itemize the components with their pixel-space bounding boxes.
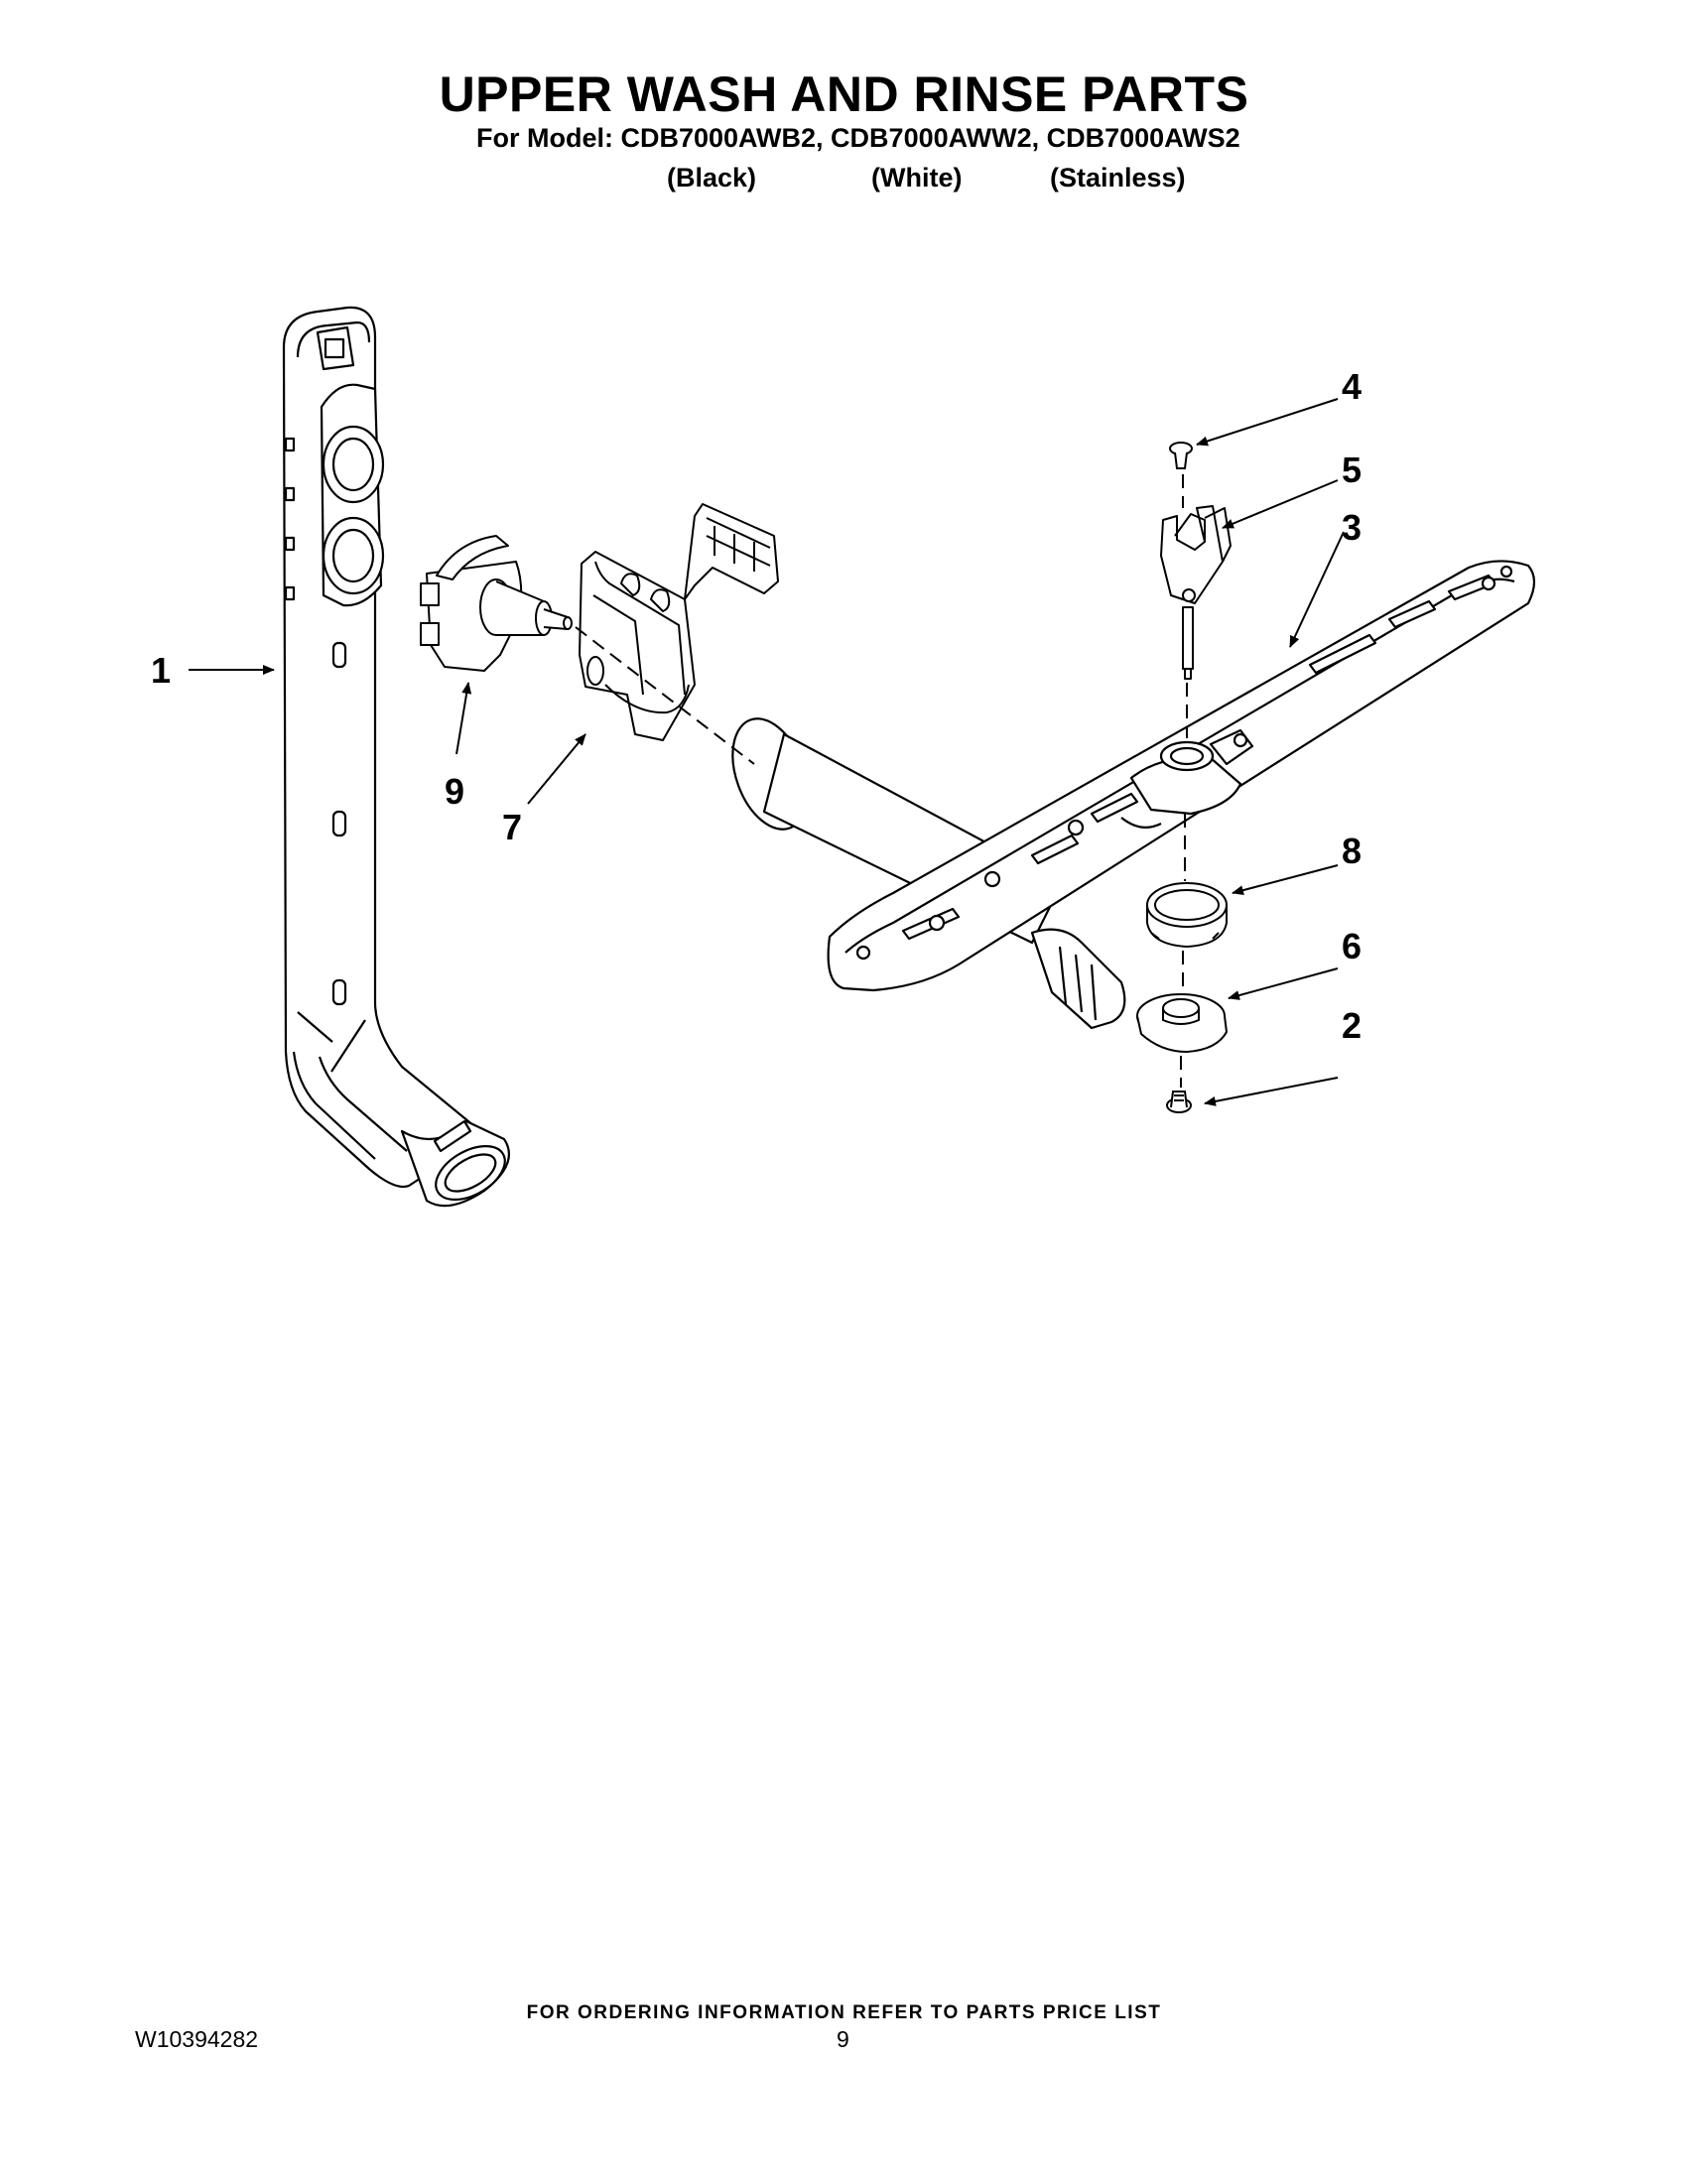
leader-3 [1289, 531, 1345, 648]
ordering-note: FOR ORDERING INFORMATION REFER TO PARTS … [526, 2002, 1162, 2023]
leader-4 [1196, 398, 1339, 447]
variant-white: (White) [871, 163, 963, 193]
callout-3: 3 [1342, 507, 1362, 548]
leader-8 [1232, 864, 1339, 896]
callout-2: 2 [1342, 1005, 1362, 1046]
callout-5: 5 [1342, 450, 1362, 490]
leader-2 [1204, 1077, 1339, 1106]
part-4-screw [1169, 442, 1193, 469]
page-title: UPPER WASH AND RINSE PARTS [439, 66, 1249, 122]
page-number: 9 [837, 2026, 849, 2052]
variant-stainless: (Stainless) [1050, 163, 1186, 193]
variant-black: (Black) [667, 163, 757, 193]
callout-1: 1 [151, 650, 171, 691]
callout-9: 9 [445, 771, 464, 812]
part-7-bracket [579, 503, 779, 741]
model-list: For Model: CDB7000AWB2, CDB7000AWW2, CDB… [476, 123, 1240, 153]
callout-4: 4 [1342, 366, 1362, 407]
part-8-ring-seal [1146, 882, 1228, 949]
part-5-clip [1160, 505, 1232, 680]
leader-6 [1228, 967, 1339, 1000]
leader-9 [455, 682, 472, 755]
document-number: W10394282 [135, 2026, 259, 2052]
callout-numbers: 1 2 3 4 5 6 7 8 9 [151, 366, 1362, 1046]
part-6-hub-nut [1136, 993, 1229, 1054]
part-9-coupler [420, 535, 573, 672]
assembly-lines [575, 474, 1188, 1088]
callout-8: 8 [1342, 831, 1362, 871]
part-2-screw [1166, 1091, 1192, 1113]
callout-7: 7 [502, 807, 522, 847]
leader-arrows [189, 398, 1345, 1106]
part-3-spray-arm [731, 560, 1536, 1030]
leader-7 [527, 733, 586, 805]
leader-5 [1222, 479, 1339, 529]
callout-6: 6 [1342, 926, 1362, 966]
part-1-supply-tube [282, 306, 510, 1208]
